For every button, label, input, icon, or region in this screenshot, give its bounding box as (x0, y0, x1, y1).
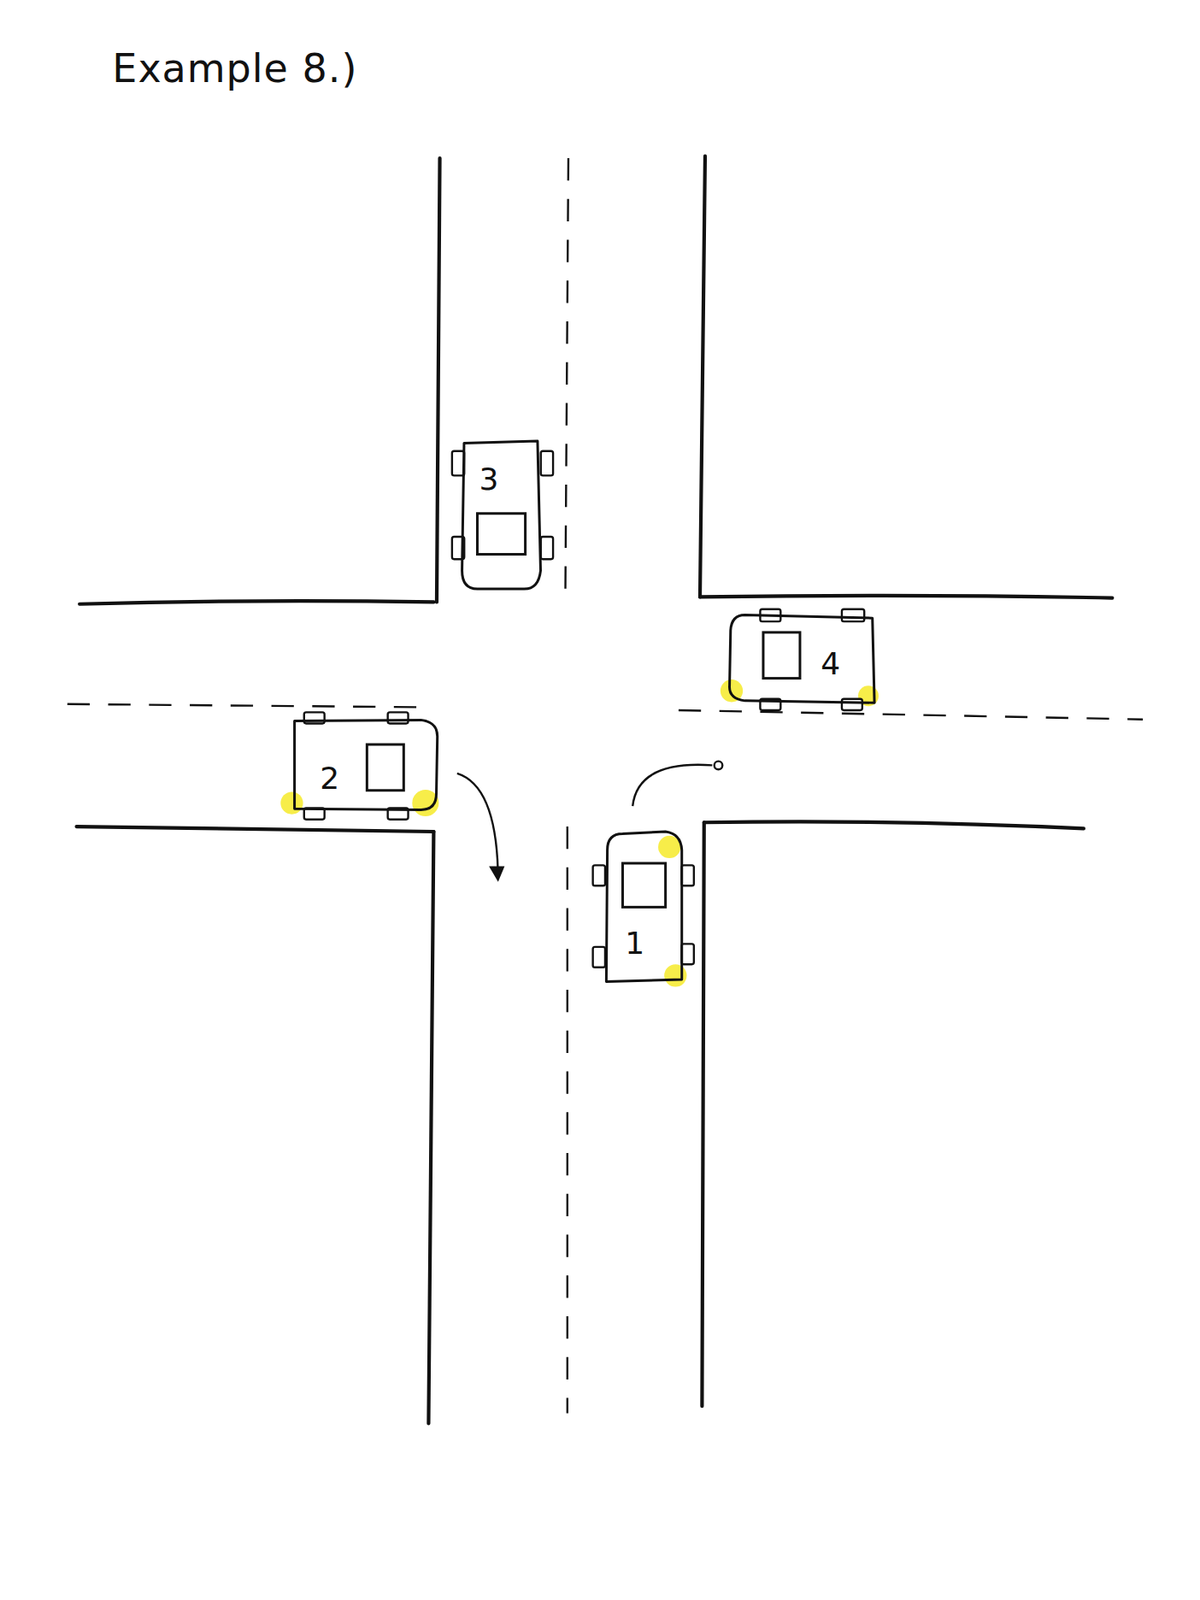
car-number: 2 (319, 763, 340, 795)
car-window (477, 513, 526, 555)
car-number: 4 (820, 648, 841, 680)
road-edges (76, 156, 1113, 1424)
car-body (291, 717, 440, 812)
car-number: 1 (624, 928, 645, 959)
car-number: 3 (478, 464, 499, 495)
car-body (726, 611, 876, 704)
car-shape: 3 (458, 441, 543, 589)
car-shape: 1 (604, 831, 684, 983)
center-lines (67, 158, 1143, 1413)
turn-signals (280, 679, 879, 987)
diagram-title: Example 8.) (111, 45, 358, 92)
car-window (367, 745, 405, 792)
car-body (458, 441, 543, 589)
car-window (622, 863, 665, 907)
car-window (763, 632, 800, 679)
wheels (304, 451, 865, 968)
car-shape: 2 (291, 717, 440, 812)
car-shape: 4 (726, 611, 876, 704)
